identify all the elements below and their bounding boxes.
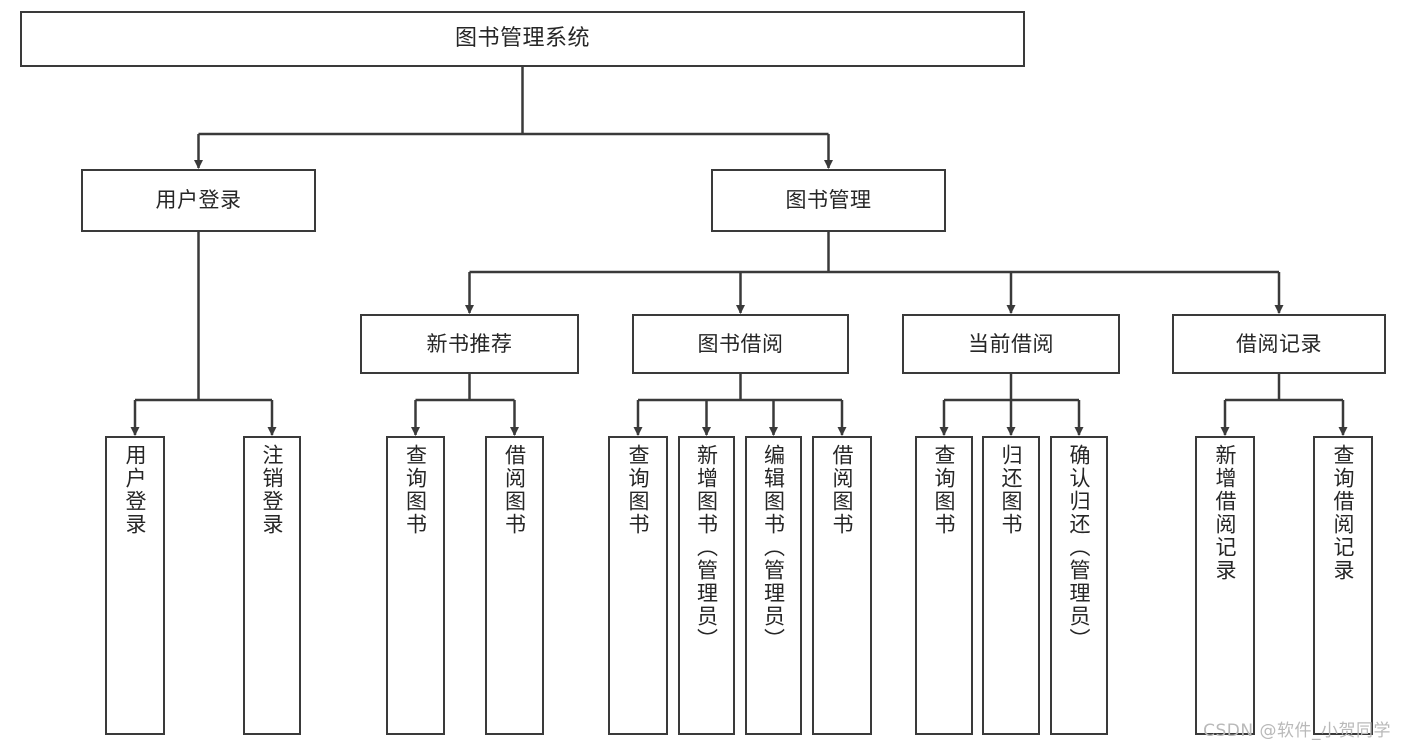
node-label: 注销登录: [260, 444, 285, 536]
node-label: 用户登录: [123, 444, 148, 536]
node-root[interactable]: 图书管理系统: [20, 11, 1025, 67]
node-label: 图书管理系统: [454, 26, 590, 52]
node-label: 借阅图书: [502, 444, 527, 536]
node-label: 新增借阅记录: [1213, 444, 1238, 582]
node-label: 确认归还（管理员）: [1067, 444, 1092, 651]
node-newbook[interactable]: 新书推荐: [360, 314, 579, 374]
watermark-text: CSDN @软件_小贺同学: [1203, 721, 1391, 741]
node-leaf-new-1[interactable]: 查询图书: [386, 436, 445, 735]
node-label: 用户登录: [155, 188, 242, 213]
node-label: 借阅图书: [830, 444, 855, 536]
node-leaf-cur-2[interactable]: 归还图书: [982, 436, 1040, 735]
edge-group: [130, 67, 1348, 436]
node-label: 查询借阅记录: [1331, 444, 1356, 582]
node-label: 编辑图书（管理员）: [761, 444, 786, 651]
node-leaf-new-2[interactable]: 借阅图书: [485, 436, 544, 735]
node-borrow[interactable]: 图书借阅: [632, 314, 849, 374]
node-current[interactable]: 当前借阅: [902, 314, 1120, 374]
node-label: 归还图书: [999, 444, 1024, 536]
node-leaf-borrow-1[interactable]: 查询图书: [608, 436, 668, 735]
node-records[interactable]: 借阅记录: [1172, 314, 1386, 374]
node-label: 查询图书: [626, 444, 651, 536]
node-leaf-rec-2[interactable]: 查询借阅记录: [1313, 436, 1373, 735]
node-label: 图书借阅: [697, 331, 784, 356]
node-leaf-cur-1[interactable]: 查询图书: [915, 436, 973, 735]
node-label: 查询图书: [932, 444, 957, 536]
node-bookmgmt[interactable]: 图书管理: [711, 169, 946, 232]
node-leaf-borrow-3[interactable]: 编辑图书（管理员）: [745, 436, 802, 735]
node-leaf-rec-1[interactable]: 新增借阅记录: [1195, 436, 1255, 735]
node-label: 当前借阅: [968, 331, 1054, 356]
node-leaf-login-1[interactable]: 用户登录: [105, 436, 165, 735]
node-label: 新增图书（管理员）: [694, 444, 719, 651]
node-leaf-login-2[interactable]: 注销登录: [243, 436, 301, 735]
node-leaf-borrow-2[interactable]: 新增图书（管理员）: [678, 436, 735, 735]
node-label: 查询图书: [403, 444, 428, 536]
node-label: 图书管理: [785, 188, 872, 213]
node-leaf-borrow-4[interactable]: 借阅图书: [812, 436, 872, 735]
node-label: 新书推荐: [426, 331, 513, 356]
node-leaf-cur-3[interactable]: 确认归还（管理员）: [1050, 436, 1108, 735]
node-label: 借阅记录: [1236, 331, 1322, 356]
node-login[interactable]: 用户登录: [81, 169, 316, 232]
